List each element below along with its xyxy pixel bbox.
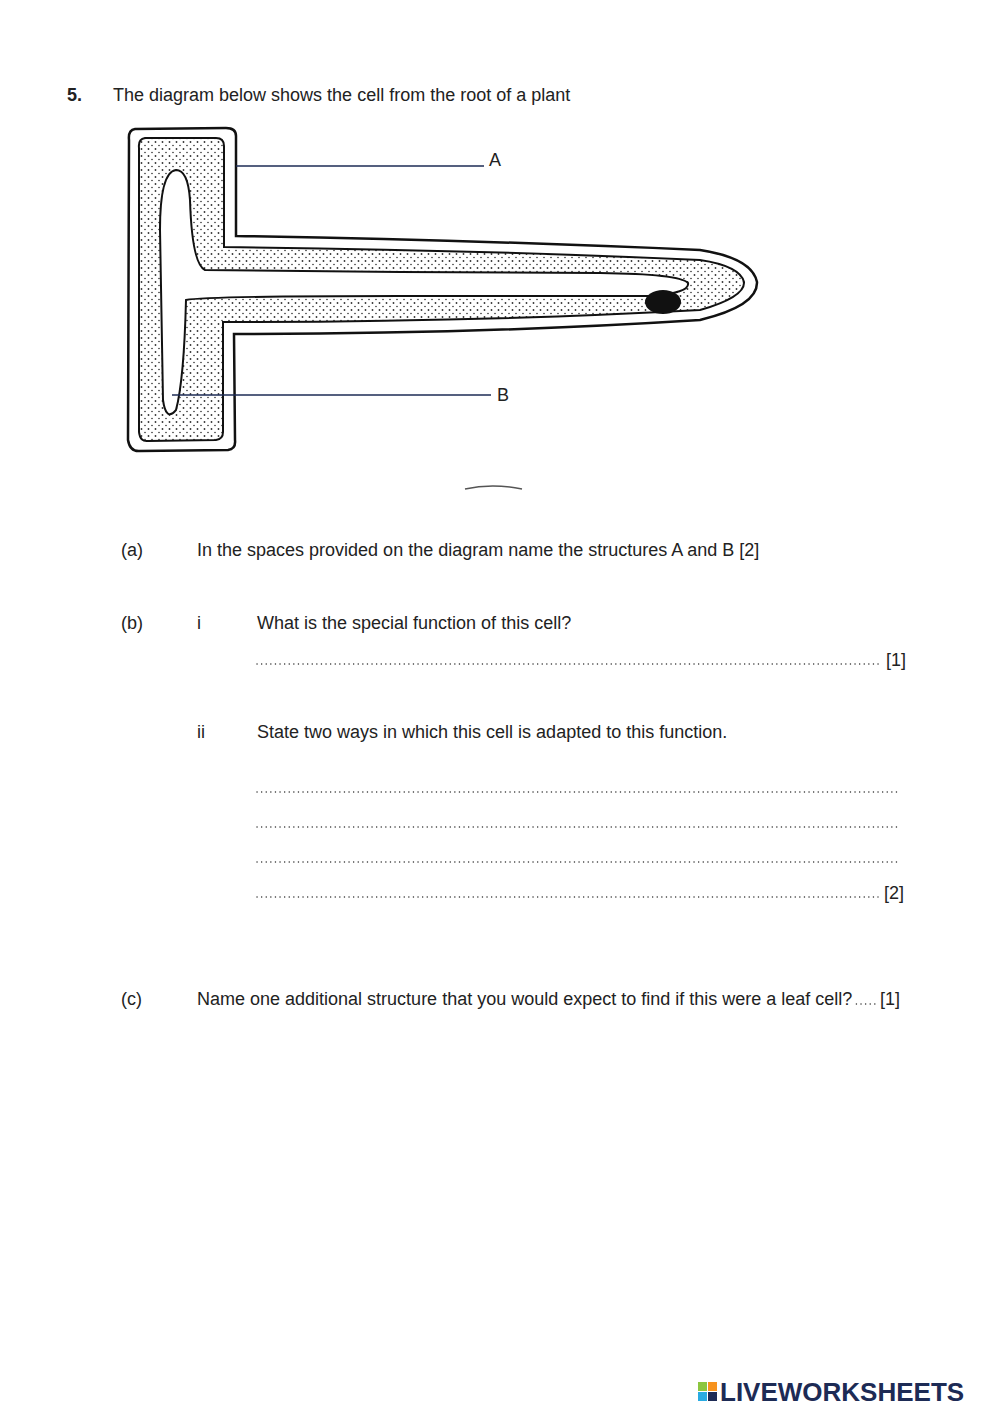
part-letter: (b) — [121, 612, 143, 635]
part-letter: (c) — [121, 988, 142, 1011]
question-text: State two ways in which this cell is ada… — [257, 721, 727, 744]
leader-lines — [172, 166, 491, 395]
part-label: B — [497, 384, 509, 407]
dotted-answer-line — [257, 663, 882, 664]
question-text: Name one additional structure that you w… — [197, 981, 902, 1017]
dotted-answer-line — [856, 1003, 877, 1004]
marks: [2] — [884, 882, 904, 905]
part-letter: (a) — [121, 539, 143, 562]
question-text: In the spaces provided on the diagram na… — [197, 539, 759, 562]
dotted-answer-line — [257, 861, 900, 862]
marks: [1] — [886, 649, 906, 672]
root-hair-cell — [128, 128, 757, 489]
sub-part-number: i — [197, 612, 201, 635]
intro-text: The diagram below shows the cell from th… — [113, 84, 570, 107]
watermark: LIVEWORKSHEETS — [720, 1376, 964, 1409]
dotted-answer-line — [257, 826, 900, 827]
dotted-answer-line — [257, 791, 900, 792]
logo-icon — [698, 1382, 717, 1401]
question-number: 5. — [67, 84, 82, 107]
answer-lines — [257, 664, 900, 1004]
part-label: A — [489, 149, 501, 172]
dotted-answer-line — [257, 896, 878, 897]
marks: [1] — [880, 988, 900, 1011]
sub-part-number: ii — [197, 721, 205, 744]
question-text: What is the special function of this cel… — [257, 612, 571, 635]
